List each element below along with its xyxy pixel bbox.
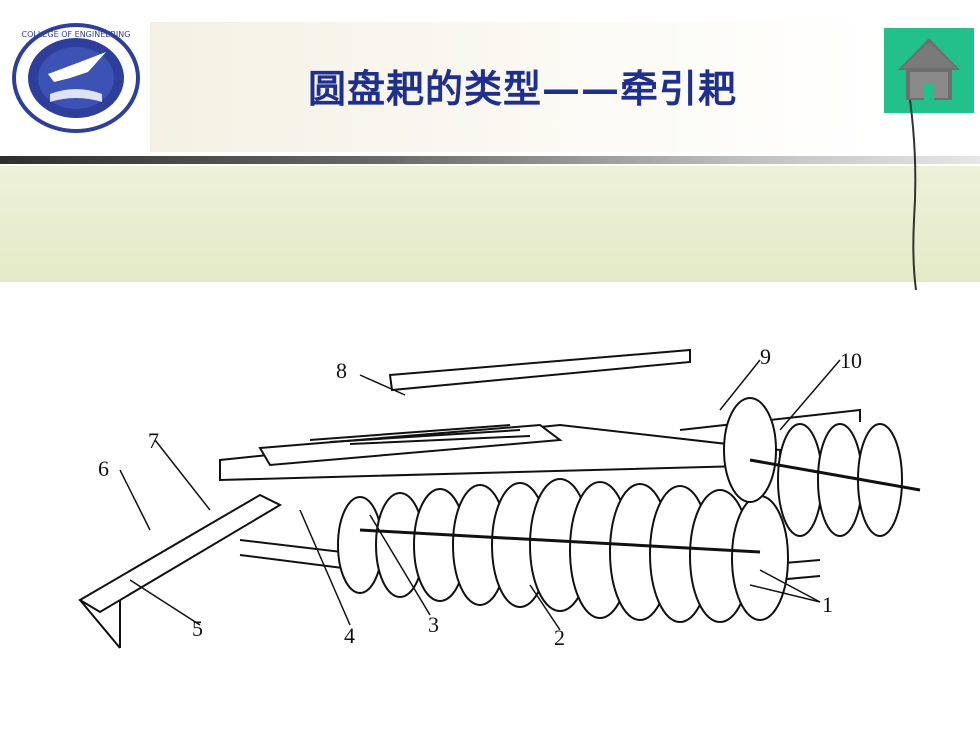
label-7: 7 [148,428,159,453]
home-icon [898,38,960,100]
title-divider [0,156,980,164]
college-emblem-icon: COLLEGE OF ENGINEERING [12,23,140,133]
label-2: 2 [554,625,565,650]
label-5: 5 [192,616,203,641]
disc-gang [337,397,903,623]
decorative-curve [909,100,917,290]
label-8: 8 [336,358,347,383]
label-10: 10 [840,348,862,373]
disc-axle [359,458,921,554]
home-button[interactable] [884,28,974,113]
label-9: 9 [760,344,771,369]
label-4: 4 [344,623,355,648]
slide-title: 圆盘耙的类型——牵引耙 [308,66,738,111]
label-1: 1 [822,592,833,617]
header-band [150,22,880,152]
decorative-band [0,166,980,282]
disc-harrow-diagram: 1 2 3 4 5 6 7 8 9 10 [78,344,921,650]
logo-text: COLLEGE OF ENGINEERING [22,30,131,39]
label-6: 6 [98,456,109,481]
diagram-labels: 1 2 3 4 5 6 7 8 9 10 [98,344,862,650]
label-3: 3 [428,612,439,637]
